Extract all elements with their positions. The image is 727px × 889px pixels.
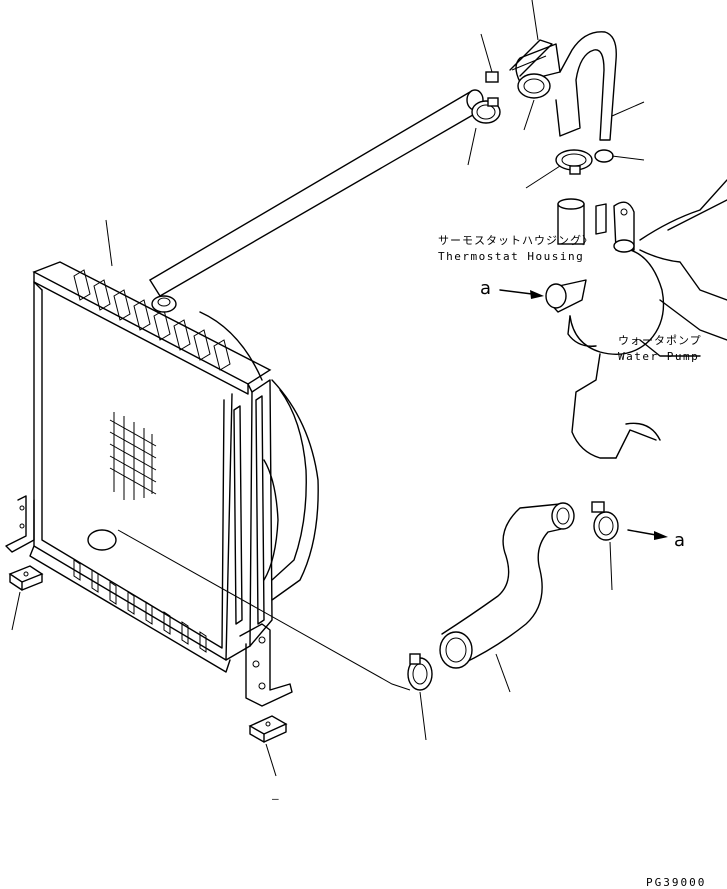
waterpump-label-jp: ウォータポンプ [618,334,702,347]
engine-housing [545,179,727,459]
right-bracket [239,623,293,707]
upper-pipe-clamp [467,97,501,166]
waterpump-label-en: Water Pump [618,350,700,363]
arrow-a-left [499,289,544,299]
radiator-core-mesh [109,412,157,500]
thermostat-label-en: Thermostat Housing [438,250,585,263]
lower-clamp-left [407,653,433,741]
elbow-clamps [525,149,645,189]
left-bracket [5,495,35,553]
right-rubber-mount [248,715,288,777]
arrow-a-right [627,529,668,540]
thermostat-label-jp: サーモスタットハウジング〉 [438,234,594,247]
ref-a-left: a [480,278,492,299]
left-rubber-mount [8,565,44,631]
radiator [29,219,319,673]
upper-pipe [149,89,484,297]
ref-a-right: a [674,530,686,551]
upper-hose-elbow [509,0,645,141]
drawing-code: PG39000 [646,876,707,889]
lower-hose [439,502,575,693]
lower-leader [117,529,411,691]
bottom-dash: – [272,792,281,805]
lower-clamp-right [591,501,619,591]
small-nut-top [480,33,499,83]
